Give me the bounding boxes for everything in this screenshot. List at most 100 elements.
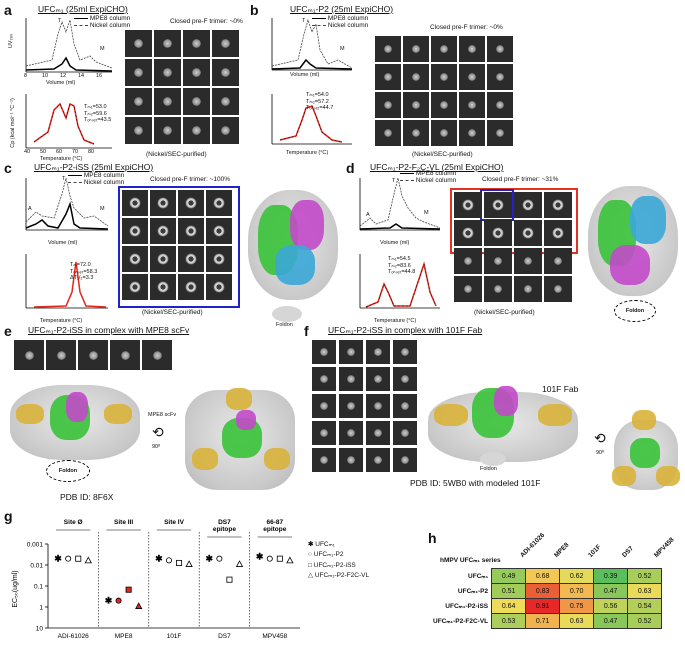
panel-f-2d-classes [312, 340, 417, 472]
panel-a-title: UFCₘ₁ (25ml ExpiCHO) [38, 4, 128, 14]
panel-d-foldon-circle: Foldon [614, 300, 656, 322]
panel-e-scfv-left [16, 404, 44, 424]
g-point-s0-2: ✱ [155, 554, 163, 564]
panel-a-tick-2: 10 [42, 73, 49, 79]
h-cell-2-3: 0.56 [593, 598, 629, 614]
panel-c-sec-plot [25, 177, 109, 231]
g-xtick-label-0: ADI-61026 [58, 633, 89, 640]
h-cell-0-3: 0.39 [593, 568, 629, 584]
panel-c-highlight-box [118, 186, 240, 308]
panel-e-pdb: PDB ID: 8F6X [60, 492, 114, 502]
h-cell-1-3: 0.47 [593, 583, 629, 599]
g-point-s1-1 [115, 597, 122, 604]
panel-b-dsc-plot [271, 94, 352, 145]
panel-c-foldon-label: Foldon [276, 322, 293, 328]
panel-f-top-fab-2 [612, 466, 636, 486]
g-point-s3-1 [135, 602, 143, 609]
h-col-3: DS7 [621, 545, 635, 559]
panel-e-foldon-circle: Foldon [46, 460, 90, 482]
panel-c-dsc-xlabel: Temperature (°C) [40, 318, 83, 324]
panel-d-peak-m: M [424, 210, 429, 216]
g-point-s3-3 [235, 560, 244, 567]
panel-a-peak-m: M [100, 46, 105, 52]
panel-f-rotation: 90º [596, 450, 605, 456]
h-col-4: MPV458 [653, 536, 676, 559]
h-cell-3-0: 0.53 [491, 613, 527, 629]
h-cell-3-3: 0.47 [593, 613, 629, 629]
panel-d-peak-a: A [366, 212, 370, 218]
panel-e-top-magenta [236, 410, 256, 430]
h-cell-2-1: 0.91 [525, 598, 561, 614]
g-point-s1-2 [165, 557, 172, 564]
panel-f-antibody-label: 101F Fab [542, 384, 579, 394]
panel-d-2d-classes [454, 192, 572, 302]
h-cell-1-1: 0.83 [525, 583, 561, 599]
g-site-label-1-0: Site III [114, 519, 133, 526]
g-point-s2-0 [75, 555, 82, 562]
h-cell-3-4: 0.52 [627, 613, 663, 629]
panel-a-temp-tick-2: 50 [40, 149, 47, 155]
panel-b-legend: MPE8 column Nickel column [312, 15, 368, 29]
g-site-label-3-1: epitope [213, 526, 236, 533]
panel-a-temp-tick-5: 80 [88, 149, 95, 155]
panel-a-closed-text: Closed pre-F trimer: ~0% [170, 18, 243, 25]
g-legend-3: △ UFCₘ₁-P2-F2C-VL [308, 572, 370, 580]
panel-e-top-scfv-1 [226, 388, 252, 410]
panel-e-2d-classes [14, 340, 172, 370]
panel-b-sec-plot [271, 18, 353, 71]
g-xtick-label-1: MPE8 [115, 633, 133, 640]
panel-e-top-scfv-2 [192, 448, 218, 470]
panel-f-top-fab-3 [656, 466, 680, 486]
panel-c-2d-classes [122, 190, 232, 300]
g-point-s3-0 [84, 556, 92, 564]
panel-f-pdb: PDB ID: 5WB0 with modeled 101F [410, 478, 541, 488]
panel-b-sec-xlabel: Volume (ml) [290, 72, 320, 78]
panel-e-rotation: 90º [152, 444, 161, 450]
panel-a-purif: (Nickel/SEC-purified) [146, 151, 207, 158]
g-point-s1-3 [216, 555, 223, 562]
panel-c-sec-xlabel: Volume (ml) [48, 240, 78, 246]
panel-d-title: UFCₘ₁-P2-F₂C-VL (25ml ExpiCHO) [370, 162, 504, 172]
h-cell-1-2: 0.70 [559, 583, 595, 599]
panel-b-title: UFCₘ₁-P2 (25ml ExpiCHO) [290, 4, 394, 14]
panel-a-temp-tick-4: 70 [72, 149, 79, 155]
h-col-1: MPE8 [553, 541, 571, 559]
g-point-s2-3 [226, 576, 233, 583]
panel-a-peak-t: T [58, 18, 62, 24]
panel-c-peak-a: A [28, 206, 32, 212]
g-site-label-2-0: Site IV [164, 519, 185, 526]
panel-a-tick-1: 8 [24, 73, 28, 79]
h-cell-0-1: 0.68 [525, 568, 561, 584]
panel-f-top-fab-1 [632, 410, 656, 430]
panel-a-sec-xlabel: Volume (ml) [46, 80, 76, 86]
panel-c-peak-t: T [62, 176, 66, 182]
g-xtick-label-2: 101F [167, 633, 182, 640]
panel-e-title: UFCₘ₁-P2-iSS in complex with MPE8 scFv [28, 325, 190, 335]
panel-g-chart: EC₅₀(ug/ml) 0.0010.010.1110ADI-61026Site… [12, 519, 300, 640]
rotate-arrow-icon: ⟲ [152, 424, 164, 440]
h-cell-2-2: 0.75 [559, 598, 595, 614]
panel-a-tick-4: 14 [78, 73, 85, 79]
panel-label-d: d [346, 160, 355, 176]
h-corner: hMPV UFCₘ₁ series [440, 557, 501, 564]
panel-d-protomer-cyan [630, 196, 666, 244]
g-site-label-4-0: 66-87 [266, 519, 283, 526]
panel-f-protein-magenta [494, 386, 518, 416]
g-point-s0-3: ✱ [206, 554, 214, 564]
panel-e-antibody-label: MPE8 scFv [148, 412, 177, 418]
panel-a-dsc-ylabel: Cp (kcal mol⁻¹ °C⁻¹) [9, 98, 16, 148]
g-point-s2-2 [176, 559, 183, 566]
panel-f-foldon-blob [480, 452, 506, 466]
h-cell-1-4: 0.63 [627, 583, 663, 599]
panel-b-closed-text: Closed pre-F trimer: ~0% [430, 24, 503, 31]
g-legend-1: ○ UFCₘ₁-P2 [308, 551, 344, 559]
panel-d-legend: MPE8 column Nickel column [400, 170, 456, 184]
panel-f-fab-left [434, 404, 468, 426]
panel-d-purif: (Nickel/SEC-purified) [474, 309, 535, 316]
panel-label-b: b [250, 2, 259, 18]
g-ylabel: EC₅₀(ug/ml) [12, 570, 19, 607]
